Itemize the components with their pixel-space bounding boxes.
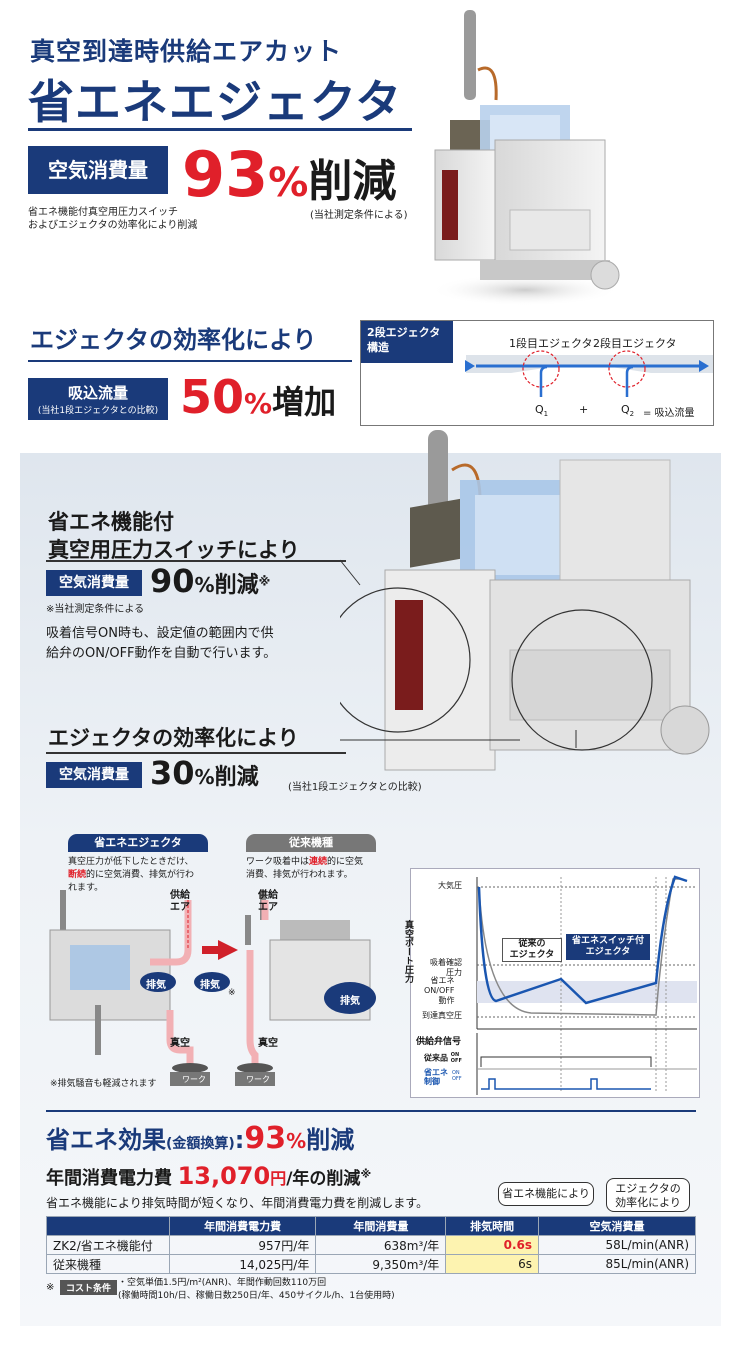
table-row: ZK2/省エネ機能付 957円/年 638m³/年 0.6s 58L/min(A… [46,1235,696,1255]
feature1-value: 90%削減※ [150,562,271,600]
table-header: 年間消費量 [315,1216,447,1236]
feature1-note: ※当社測定条件による [46,604,145,615]
table-header: 空気消費量 [538,1216,696,1236]
table-cell: 638m³/年 [315,1235,447,1255]
hero-note-right: (当社測定条件による) [310,210,408,221]
table-header [46,1216,170,1236]
graph-eco-label: 省エネスイッチ付エジェクタ [566,934,650,960]
graph-eco-ctrl: 省エネ制御 [424,1068,448,1086]
feature2-badge: 空気消費量 [46,762,142,788]
conditions-mark: ※ [46,1282,55,1293]
table-cell: 9,350m³/年 [315,1254,447,1274]
efficiency-badge: 吸込流量 (当社1段エジェクタとの比較) [28,378,168,420]
effect-rule [46,1110,696,1112]
hero-note-left: 省エネ機能付真空用圧力スイッチおよびエジェクタの効率化により削減 [28,207,198,231]
stage1-label: 1段目エジェクタ [509,337,593,350]
stage2-label: 2段目エジェクタ [593,337,677,350]
table-header: 排気時間 [445,1216,539,1236]
plus-label: + [579,403,589,416]
product-image-top [430,10,620,306]
feature2-rule [46,752,346,754]
table-header-row: 年間消費電力費 年間消費量 排気時間 空気消費量 [46,1216,696,1236]
callout-eco: 省エネ機能により [498,1182,594,1206]
pressure-graph [410,868,700,1098]
structure-diagram: 2段エジェクタ構造 1段目エジェクタ 2段目エジェクタ Q1 + Q2 = 吸込… [360,320,714,426]
feature1-rule [46,560,346,562]
callout-efficiency: エジェクタの効率化により [606,1178,690,1212]
comparison-table: 年間消費電力費 年間消費量 排気時間 空気消費量 ZK2/省エネ機能付 957円… [46,1216,696,1274]
tab-eco-ejector: 省エネエジェクタ [68,834,208,852]
table-header: 年間消費電力費 [168,1216,317,1236]
q1-label: Q1 [535,403,549,419]
exhaust-asterisk: ※ [228,988,236,998]
vacuum-label-right: 真空 [258,1038,278,1049]
table-cell: 0.6s [445,1235,539,1255]
table-cell: ZK2/省エネ機能付 [46,1235,170,1255]
left-desc: 真空圧力が低下したときだけ、 断続的に空気消費、排気が行わ れます。 [68,857,195,893]
structure-label: 2段エジェクタ構造 [361,321,453,363]
q2-label: Q2 [621,403,635,419]
header-subtitle: 真空到達時供給エアカット [30,37,343,66]
effect-desc: 省エネ機能により排気時間が短くなり、年間消費電力費を削減します。 [46,1196,429,1210]
exhaust-label-2: 排気 [200,980,220,991]
table-cell: 58L/min(ANR) [538,1235,696,1255]
product-image-large [340,430,710,771]
feature2-value: 30%削減 [150,754,259,792]
annual-cost: 年間消費電力費 13,070円/年の削減※ [46,1162,372,1190]
graph-atm: 大気圧 [438,881,462,890]
table-cell: 957円/年 [168,1235,317,1255]
conditions-text: ・空気単価1.5円/m²(ANR)、年間作動回数110万回(稼働時間10h/日、… [118,1278,395,1301]
compare-illustration [49,890,376,1086]
efficiency-value: 50%増加 [180,370,337,424]
conditions-badge: コスト条件 [60,1280,118,1295]
table-cell: 85L/min(ANR) [538,1254,696,1274]
structure-flow [465,350,713,397]
graph-conv-label: 従来のエジェクタ [502,938,562,962]
feature2-note: (当社1段エジェクタとの比較) [288,782,422,793]
graph-valve-signal: 供給弁信号 [416,1037,462,1047]
table-cell: 14,025円/年 [168,1254,317,1274]
feature1-badge: 空気消費量 [46,570,142,596]
table-row: 従来機種 14,025円/年 9,350m³/年 6s 85L/min(ANR) [46,1254,696,1274]
feature2-title: エジェクタの効率化により [48,726,299,750]
hero-badge: 空気消費量 [28,146,168,194]
graph-reach: 到達真空圧 [422,1011,462,1020]
effect-title: 省エネ効果(金額換算):93%削減 [46,1121,355,1156]
work-label-right: ワーク [246,1075,270,1084]
efficiency-rule [28,360,352,362]
header-title: 省エネエジェクタ [28,75,403,129]
feature1-desc: 吸着信号ON時も、設定値の範囲内で供給弁のON/OFF動作を自動で行います。 [46,626,277,661]
tab-conventional: 従来機種 [246,834,376,852]
feature1-title: 省エネ機能付真空用圧力スイッチにより [48,510,300,562]
hero-value: 93%削減 [182,138,397,211]
table-cell: 6s [445,1254,539,1274]
header-rule [28,128,412,131]
supply-label-right: 供給エア [258,890,278,913]
efficiency-title: エジェクタの効率化により [30,326,317,354]
exhaust-label-3: 排気 [340,996,360,1007]
supply-label-left: 供給エア [170,890,190,913]
compare-footnote: ※排気騒音も軽減されます [50,1079,157,1089]
graph-y-label: 真空ポート圧力 [403,920,413,983]
exhaust-label-1: 排気 [146,980,166,991]
work-label-left: ワーク [182,1075,206,1084]
graph-release: 吸着確認圧力 [430,958,462,977]
eq-label: = 吸込流量 [643,408,695,419]
vacuum-label-left: 真空 [170,1038,190,1049]
table-cell: 従来機種 [46,1254,170,1274]
right-desc: ワーク吸着中は連続的に空気 消費、排気が行われます。 [246,857,364,880]
